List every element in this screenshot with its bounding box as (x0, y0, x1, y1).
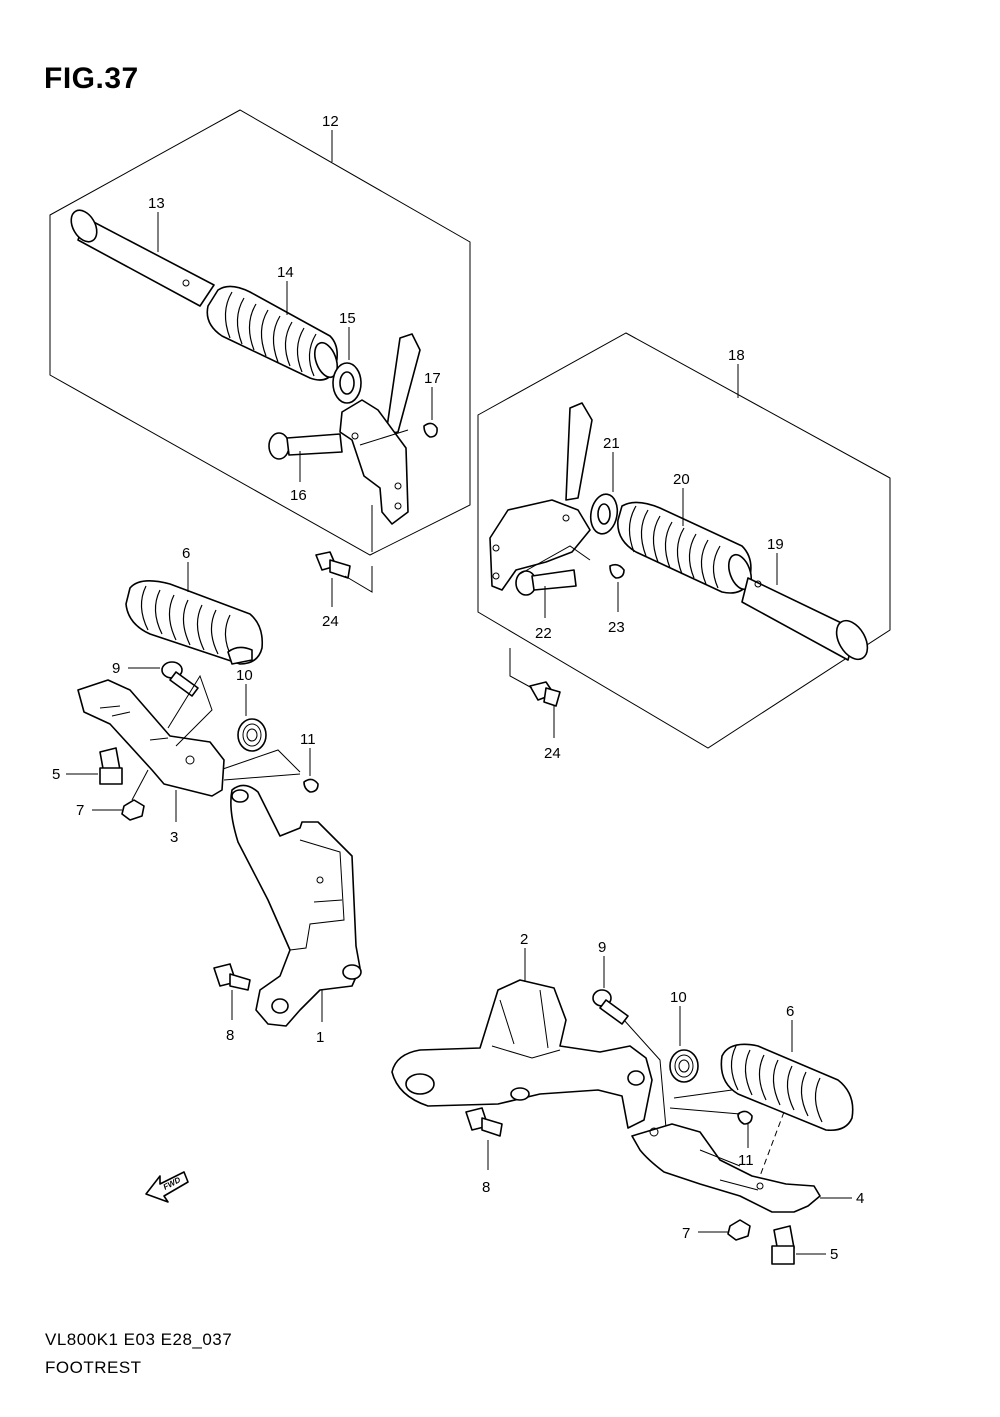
callout-11-right: 11 (738, 1152, 754, 1169)
callout-17: 17 (424, 370, 441, 387)
callout-13: 13 (148, 195, 165, 212)
footrest-rubber-14 (206, 285, 339, 381)
assembly-box-18 (477, 332, 891, 749)
callout-10-right: 10 (670, 989, 687, 1006)
bolt-24-upper (315, 551, 351, 579)
footrest-bracket-3 (77, 679, 225, 797)
callout-11-left: 11 (300, 731, 316, 748)
callout-6-right: 6 (786, 1003, 794, 1020)
diagram-code: VL800K1 E03 E28_037 (45, 1330, 233, 1349)
callout-10-left: 10 (236, 667, 253, 684)
callout-5-right: 5 (830, 1246, 838, 1263)
footrest-pipe-19 (741, 577, 869, 661)
spring-10-right (669, 1049, 699, 1083)
washer-21 (589, 493, 619, 535)
fwd-arrow-icon: FWD (145, 1171, 189, 1203)
footrest-pipe-13 (70, 209, 215, 307)
callout-3: 3 (170, 829, 178, 846)
bolt-24-lower (529, 681, 561, 707)
assembly-box-12 (49, 109, 471, 556)
callout-7-right: 7 (682, 1225, 690, 1242)
footrest-bracket-4 (631, 1123, 821, 1213)
pin-16 (268, 432, 343, 460)
callout-1: 1 (316, 1029, 324, 1046)
bolt-8-left (213, 963, 251, 991)
clip-11-right (737, 1110, 753, 1125)
bolt-5-right (771, 1225, 795, 1265)
callout-14: 14 (277, 264, 294, 281)
nut-7-left (121, 799, 145, 821)
main-bracket-2 (391, 979, 653, 1129)
pin-9-left (161, 661, 199, 697)
callout-20: 20 (673, 471, 690, 488)
callout-24-lower: 24 (544, 745, 561, 762)
callout-2: 2 (520, 931, 528, 948)
passenger-bracket (489, 402, 593, 591)
pin-9-right (592, 989, 629, 1025)
washer-15 (332, 362, 362, 404)
footrest-rubber-20 (617, 501, 753, 594)
bolt-8-right (465, 1107, 503, 1137)
figure-title: FIG.37 (44, 62, 139, 95)
callout-19: 19 (767, 536, 784, 553)
callout-8-left: 8 (226, 1027, 234, 1044)
callout-6-left: 6 (182, 545, 190, 562)
callout-4: 4 (856, 1190, 864, 1207)
callout-23: 23 (608, 619, 625, 636)
callout-12: 12 (322, 113, 339, 130)
callout-22: 22 (535, 625, 552, 642)
clip-17 (423, 422, 438, 438)
footrest-rubber-6-left (125, 580, 264, 665)
callout-24-upper: 24 (322, 613, 339, 630)
callout-9-right: 9 (598, 939, 606, 956)
pin-22 (515, 569, 577, 596)
footrest-rubber-6-right (720, 1043, 854, 1132)
callout-16: 16 (290, 487, 307, 504)
clip-11-left (303, 778, 319, 793)
callout-9-left: 9 (112, 660, 120, 677)
callout-5-left: 5 (52, 766, 60, 783)
main-bracket-1 (230, 784, 362, 1027)
callout-18: 18 (728, 347, 745, 364)
bolt-5-left (99, 747, 123, 785)
diagram-name: FOOTREST (45, 1358, 142, 1377)
spring-10-left (237, 718, 267, 752)
footrest-bracket (339, 333, 421, 525)
nut-7-right (727, 1219, 751, 1241)
callout-8-right: 8 (482, 1179, 490, 1196)
callout-7-left: 7 (76, 802, 84, 819)
clip-23 (609, 563, 625, 579)
callout-15: 15 (339, 310, 356, 327)
callout-21: 21 (603, 435, 620, 452)
